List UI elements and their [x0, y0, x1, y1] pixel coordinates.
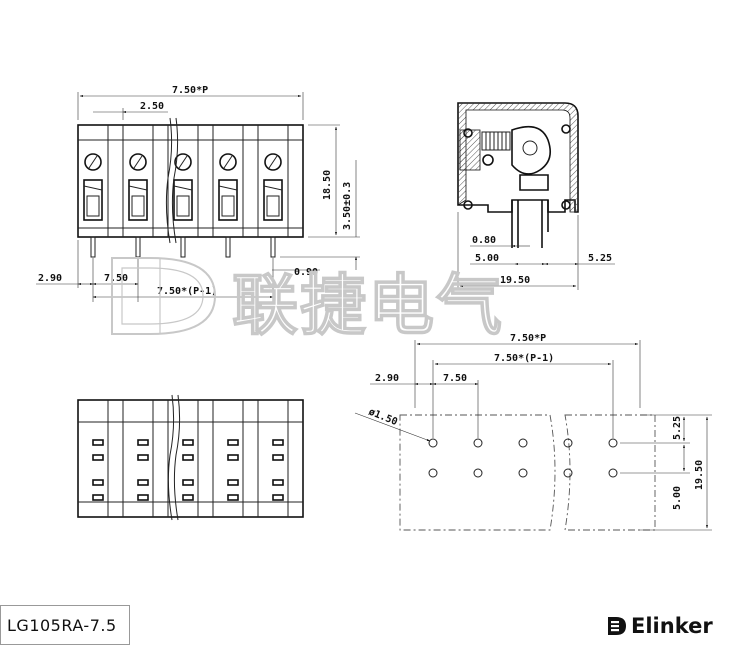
front-cells	[107, 125, 289, 237]
watermark: 联捷电气	[111, 257, 504, 345]
dim-front-pitch-top: 2.50	[140, 101, 164, 112]
dim-front-height: 18.50	[322, 170, 333, 200]
part-number-label: LG105RA-7.5	[0, 605, 130, 645]
dim-side-pin-edge: 5.25	[588, 253, 612, 264]
wire-entries	[83, 179, 283, 221]
side-dimensions: 0.80 5.00 5.25 19.50 0.90	[272, 212, 615, 290]
dim-side-pin-gap: 5.00	[475, 253, 499, 264]
dim-side-depth: 19.50	[500, 275, 530, 286]
dim-front-edge-offset: 2.90	[38, 273, 62, 284]
elinker-logo-icon	[608, 617, 626, 635]
dim-pcb-edge-offset: 2.90	[375, 373, 399, 384]
brand-mark: Elinker	[606, 612, 713, 640]
pcb-holes	[428, 438, 618, 478]
brand-name: Elinker	[631, 614, 713, 638]
dim-side-pin-thickness: 0.80	[472, 235, 496, 246]
dim-front-pin-span: 7.50*(P-1)	[157, 286, 217, 297]
dim-pcb-row-gap: 5.00	[672, 486, 683, 510]
dim-front-pin-length: 3.50±0.3	[342, 182, 353, 230]
dim-pcb-row-offset: 5.25	[672, 416, 683, 440]
front-pins	[90, 236, 276, 258]
pcb-dimensions: 7.50*P 7.50*(P-1) 2.90 7.50 ø1.50 5.25 5…	[354, 333, 712, 531]
front-dimensions: 7.50*P 2.50 18.50 3.50±0.3 2.90 7.50 7.	[36, 85, 360, 302]
side-view	[457, 102, 579, 248]
side-screw	[481, 131, 511, 151]
dim-pcb-hole-diameter: ø1.50	[367, 407, 399, 428]
dim-pcb-depth: 19.50	[694, 460, 705, 490]
bottom-view	[77, 394, 304, 521]
front-view	[77, 117, 304, 258]
dim-pcb-total-width: 7.50*P	[510, 333, 546, 344]
dim-side-pin-width: 0.90	[294, 267, 318, 278]
part-number: LG105RA-7.5	[7, 615, 117, 635]
dim-pcb-pin-span: 7.50*(P-1)	[494, 353, 554, 364]
dim-front-total-width: 7.50*P	[172, 85, 208, 96]
screw-heads	[84, 153, 282, 171]
dim-pcb-pitch: 7.50	[443, 373, 467, 384]
dim-front-pitch: 7.50	[104, 273, 128, 284]
watermark-text: 联捷电气	[232, 267, 504, 344]
bottom-slots	[92, 439, 284, 501]
pcb-layout	[399, 414, 656, 531]
